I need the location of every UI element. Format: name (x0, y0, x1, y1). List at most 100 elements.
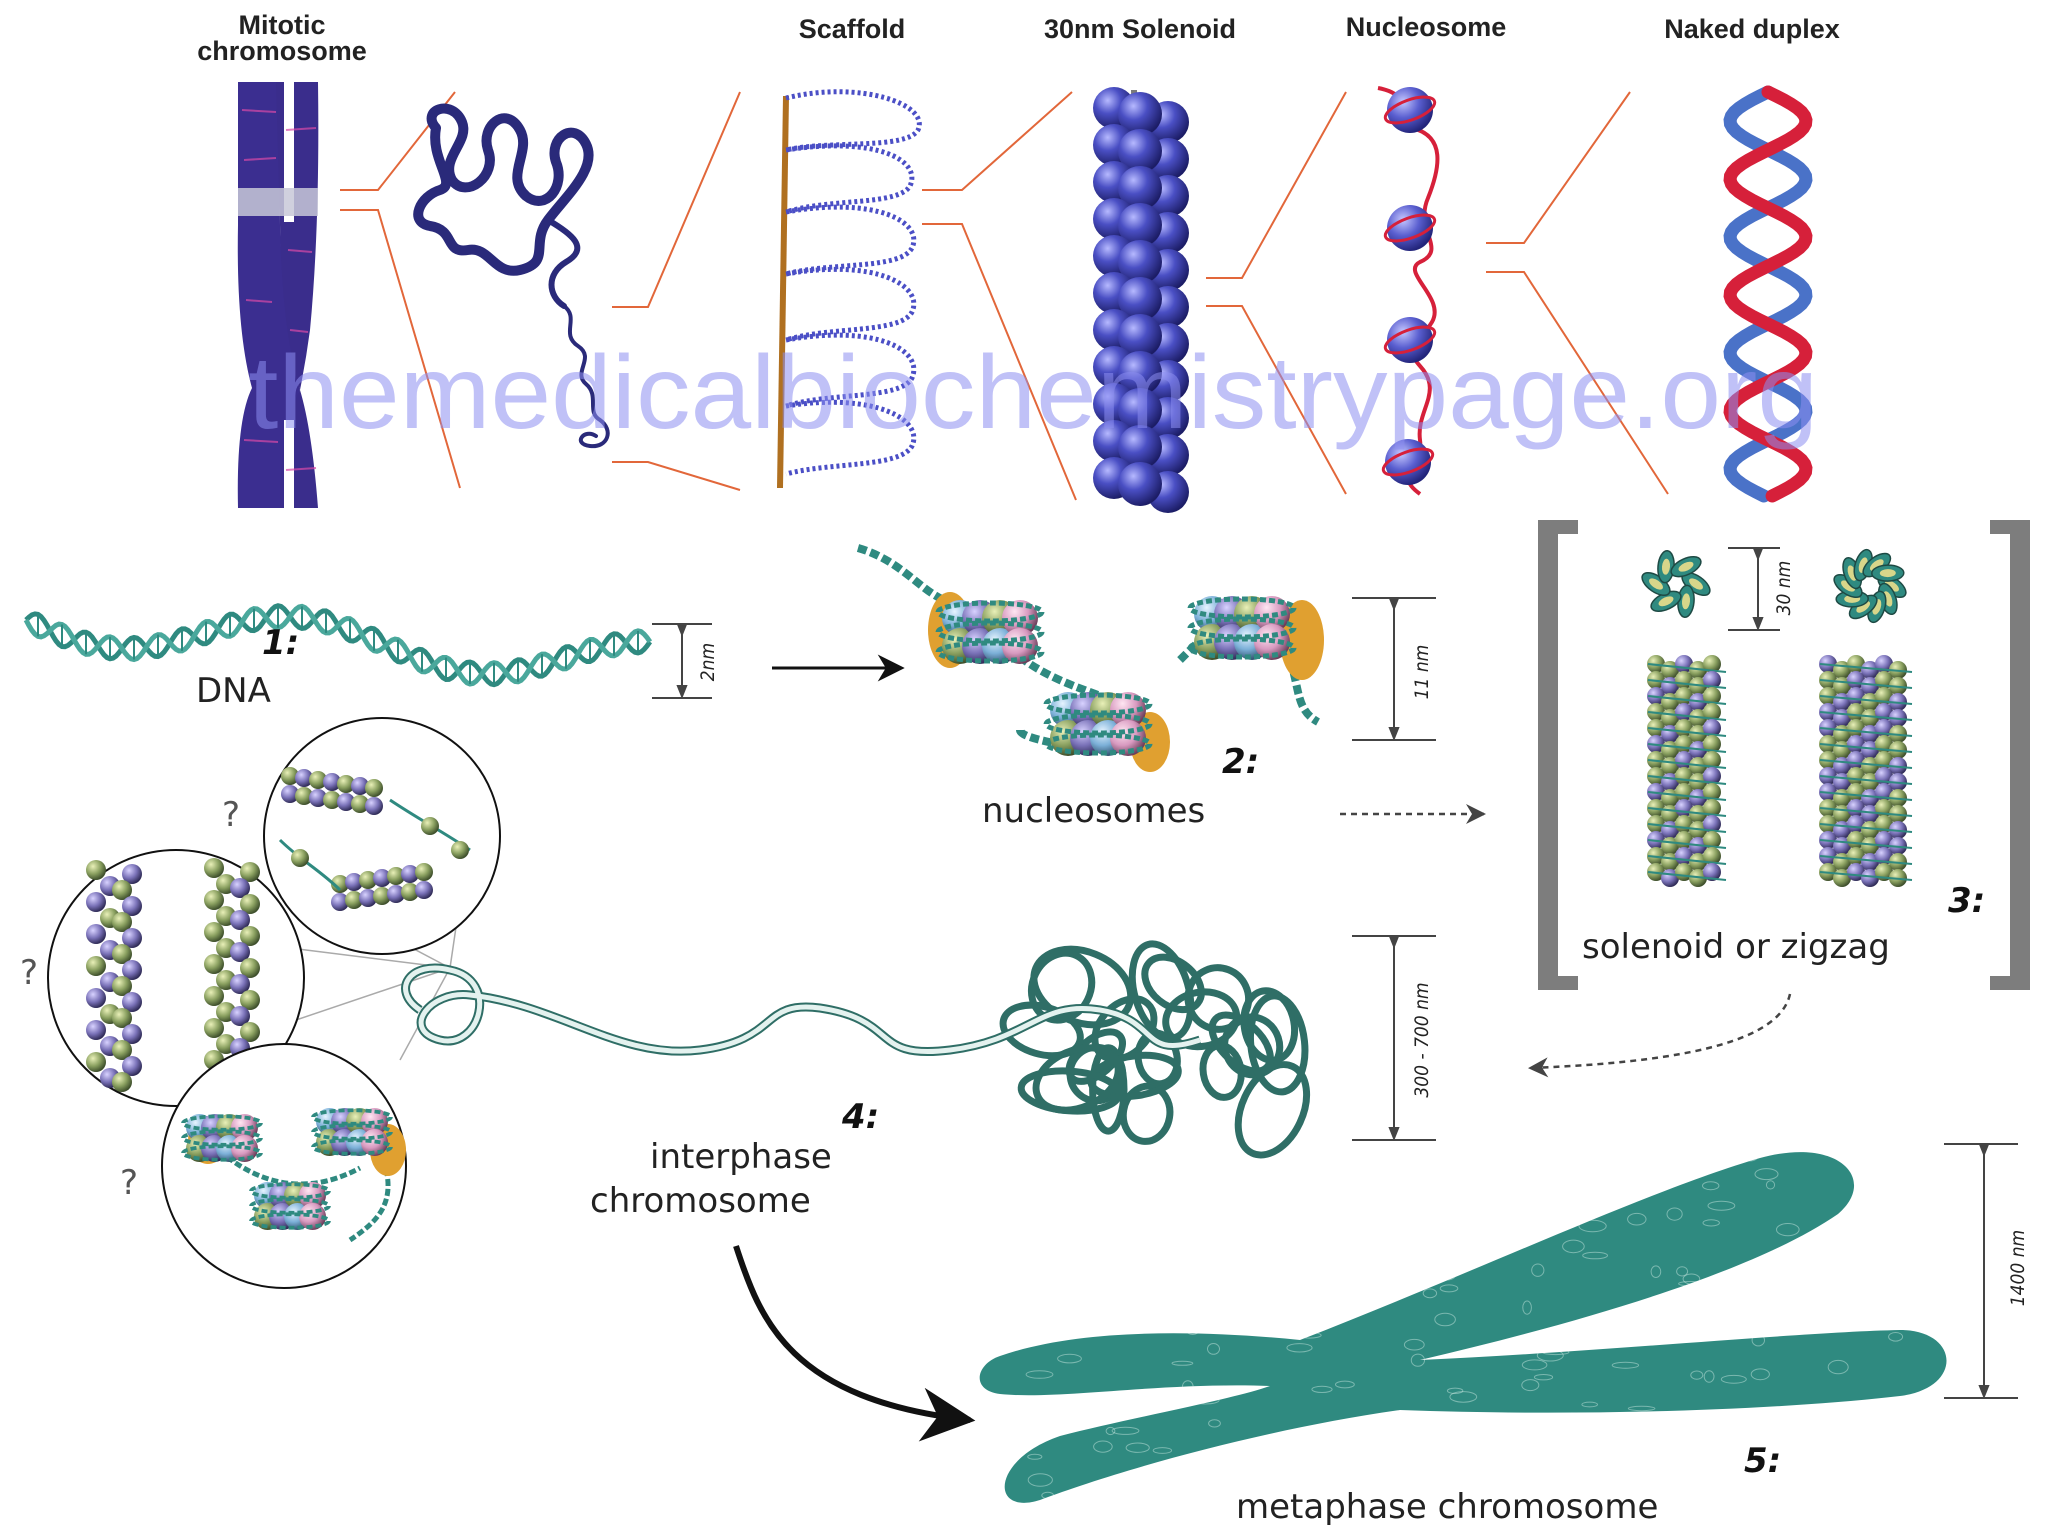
chromatin-loop (1065, 1028, 1126, 1085)
mesh-texture (1191, 1396, 1220, 1405)
mesh-texture (1868, 1430, 1886, 1443)
mesh-texture (1765, 1180, 1776, 1190)
nucleosomes-figure (856, 544, 1324, 772)
inset-sphere (295, 787, 313, 805)
mesh-texture (1273, 1462, 1298, 1476)
mesh-texture (1369, 1258, 1399, 1265)
stage-3-label: solenoid or zigzag (1582, 927, 1890, 967)
dna-wrap (1187, 616, 1297, 640)
inset-sphere (365, 779, 383, 797)
chromatin-loop (1087, 1051, 1182, 1101)
dimension-300-700nm-label: 300 - 700 nm (1411, 982, 1433, 1097)
inset-sphere (309, 771, 327, 789)
stage-4-label-1: interphase (650, 1137, 832, 1177)
inset-sphere (415, 863, 433, 881)
mesh-texture (1886, 1226, 1913, 1240)
mesh-texture (1264, 1175, 1277, 1190)
chromatin-loop (1234, 1061, 1311, 1159)
mesh-texture (1145, 1394, 1172, 1402)
fiber-sphere (1861, 757, 1879, 775)
inset-sphere (86, 956, 106, 976)
dimension-1400nm (1944, 1143, 2018, 1399)
mesh-texture (1000, 1280, 1022, 1296)
rosette-core (1681, 593, 1691, 610)
question-mark-1: ? (222, 795, 240, 835)
mesh-texture (1769, 1323, 1785, 1335)
rosette-core (1678, 561, 1694, 572)
fiber-sphere (1861, 741, 1879, 759)
mesh-texture (1027, 1473, 1053, 1487)
fiber-sphere (1861, 853, 1879, 871)
mesh-texture (1666, 1207, 1683, 1221)
heading-naked-duplex: Naked duplex (1664, 14, 1840, 44)
chromatin-loop (1141, 953, 1205, 1014)
solenoid-side-view (1647, 655, 1727, 887)
mesh-texture (1449, 1391, 1478, 1403)
mesh-texture (1218, 1248, 1243, 1257)
mesh-texture (1581, 1401, 1598, 1408)
mesh-texture (1397, 1251, 1419, 1265)
fiber-sphere (1703, 671, 1721, 689)
fiber-sphere (1703, 719, 1721, 737)
mesh-texture (1436, 1268, 1457, 1281)
mesh-texture (1911, 1412, 1921, 1422)
inset-sphere (451, 841, 469, 859)
inset-sphere (112, 1072, 132, 1092)
mesh-texture (1410, 1353, 1426, 1367)
inset-sphere (345, 891, 363, 909)
mesh-texture (1816, 1481, 1828, 1489)
mesh-texture (1207, 1343, 1220, 1355)
mesh-texture (1277, 1278, 1306, 1291)
mesh-texture (1335, 1380, 1355, 1389)
stage-1-number: 1: (262, 623, 299, 663)
mesh-texture (1027, 1453, 1043, 1460)
inset-sphere (373, 887, 391, 905)
dimension-30nm (1728, 547, 1780, 631)
heading-solenoid: 30nm Solenoid (1044, 14, 1236, 44)
mesh-texture (1793, 1257, 1822, 1267)
mesh-texture (1785, 1326, 1808, 1335)
mesh-texture (1311, 1167, 1330, 1181)
inset-sphere (295, 769, 313, 787)
mesh-texture (1287, 1308, 1308, 1319)
solenoid-sphere (1118, 314, 1162, 358)
mesh-texture (1031, 1419, 1059, 1429)
chromatin-loop (1032, 1044, 1122, 1114)
fiber-sphere (1703, 703, 1721, 721)
mesh-texture (1392, 1442, 1414, 1456)
mesh-texture (1754, 1168, 1779, 1181)
inset-sphere (204, 922, 224, 942)
dimension-1400nm-label: 1400 nm (2007, 1230, 2029, 1306)
fiber-sphere (1861, 789, 1879, 807)
fiber-sphere (1703, 799, 1721, 817)
inset-sphere (387, 867, 405, 885)
mesh-texture (1135, 1262, 1161, 1276)
inset-sphere (86, 1052, 106, 1072)
inset-sphere (401, 865, 419, 883)
mesh-texture (1639, 1183, 1650, 1193)
mesh-texture (1588, 1316, 1613, 1325)
mesh-texture (1451, 1238, 1463, 1245)
mesh-texture (1915, 1259, 1941, 1265)
mesh-texture (1162, 1187, 1190, 1198)
mesh-texture (1533, 1374, 1554, 1381)
nucleosome-bead (1387, 205, 1433, 251)
inset-sphere (86, 892, 106, 912)
solenoid-sphere (1118, 240, 1162, 284)
inset-sphere (365, 797, 383, 815)
mesh-texture (1190, 1473, 1205, 1483)
mesh-texture (1846, 1448, 1871, 1457)
fiber-sphere (1703, 751, 1721, 769)
inset-sphere (291, 849, 309, 867)
mesh-texture (1045, 1293, 1072, 1300)
rosette-core (1879, 569, 1896, 578)
mesh-texture (1895, 1266, 1910, 1280)
watermark: themedicalbiochemistrypage.org (248, 335, 1818, 451)
dimension-11nm-label: 11 nm (1411, 645, 1433, 700)
mesh-texture (1274, 1214, 1290, 1225)
inset-fiber-pair (263, 717, 501, 955)
mesh-texture (1565, 1161, 1581, 1174)
mesh-texture (1053, 1152, 1081, 1162)
fiber-sphere (1703, 767, 1721, 785)
